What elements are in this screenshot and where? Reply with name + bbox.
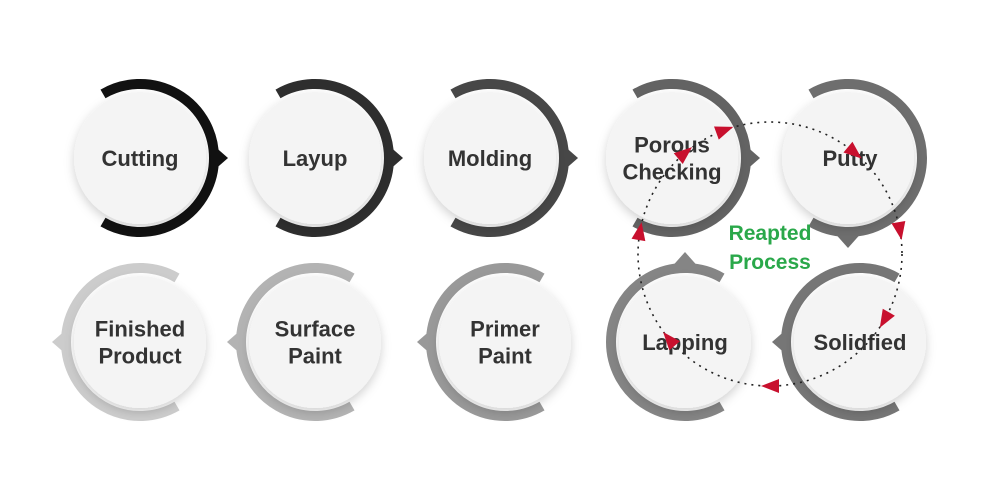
flow-arrow-icon <box>669 252 701 270</box>
flow-arrow-icon <box>212 144 228 172</box>
flow-arrow-icon <box>832 230 864 248</box>
step-layup: Layup <box>249 79 403 237</box>
step-circle <box>782 92 914 224</box>
loop-arrowhead-icon <box>761 379 779 393</box>
step-label: Porous <box>634 133 710 158</box>
loop-label: Reapted <box>729 222 812 245</box>
step-putty: Putty <box>782 79 927 248</box>
step-label: Checking <box>622 160 721 185</box>
loop-arrowhead-icon <box>663 331 681 351</box>
step-label: Paint <box>288 344 342 369</box>
loop-arrowhead-icon <box>714 126 734 140</box>
loop-dotted-circle <box>637 121 903 387</box>
step-circle <box>606 92 738 224</box>
loop-arrowhead-icon <box>891 220 906 240</box>
step-circle <box>249 92 381 224</box>
flow-arrow-icon <box>52 328 68 356</box>
step-molding: Molding <box>424 79 578 237</box>
step-circle <box>74 92 206 224</box>
step-label: Layup <box>283 146 348 171</box>
flow-arrow-icon <box>772 328 788 356</box>
step-label: Lapping <box>642 330 728 355</box>
step-label: Primer <box>470 317 540 342</box>
step-circle <box>794 276 926 408</box>
step-label: Paint <box>478 344 532 369</box>
step-label: Cutting <box>102 146 179 171</box>
flow-arrow-icon <box>387 144 403 172</box>
step-label: Finished <box>95 317 185 342</box>
loop-arrowhead-icon <box>879 308 895 328</box>
step-circle <box>439 276 571 408</box>
step-circle <box>249 276 381 408</box>
loop-arrowhead-icon <box>631 222 646 242</box>
step-label: Product <box>98 344 182 369</box>
flow-arrow-icon <box>417 328 433 356</box>
step-solidfied: Solidfied <box>772 263 926 421</box>
loop-arrowhead-icon <box>843 141 862 159</box>
step-circle <box>74 276 206 408</box>
flow-arrow-icon <box>562 144 578 172</box>
step-circle <box>424 92 556 224</box>
step-label: Surface <box>275 317 356 342</box>
flow-arrow-icon <box>227 328 243 356</box>
loop-arrowhead-icon <box>673 147 693 165</box>
step-lapping: Lapping <box>606 252 751 421</box>
flow-arrow-icon <box>744 144 760 172</box>
loop-label: Process <box>729 251 811 274</box>
step-label: Solidfied <box>814 330 907 355</box>
step-label: Molding <box>448 146 532 171</box>
step-cutting: Cutting <box>74 79 228 237</box>
